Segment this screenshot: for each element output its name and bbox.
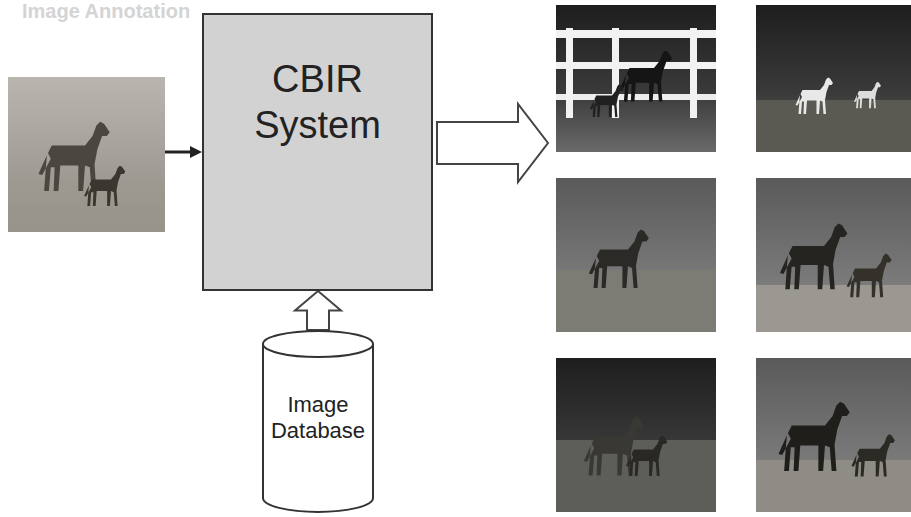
result-photo [556, 5, 716, 152]
result-arrow [437, 104, 548, 182]
database-cylinder: Image Database [262, 330, 374, 512]
result-photo [756, 5, 911, 152]
result-photo [756, 358, 911, 512]
database-label: Image Database [265, 392, 371, 445]
result-photo [756, 178, 911, 332]
watermark-heading: Image Annotation [22, 0, 190, 23]
box-title: CBIR System [243, 57, 393, 148]
result-photo [556, 178, 716, 332]
result-photo [556, 358, 716, 512]
query-arrow [165, 146, 202, 158]
process-box: CBIR System [202, 13, 433, 291]
block-arrow [295, 291, 341, 330]
query-photo [8, 77, 165, 232]
